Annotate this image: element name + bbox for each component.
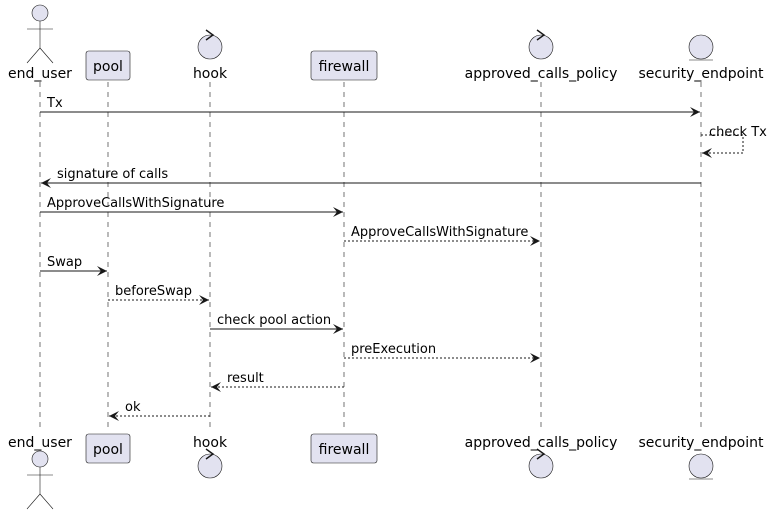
actor-head [31, 4, 49, 22]
participant-pool-top: pool [85, 50, 131, 81]
participant-label: hook [193, 66, 228, 82]
actor-leg-left [26, 493, 41, 510]
message-1: Tx [40, 96, 700, 117]
entity-circle [688, 453, 714, 479]
message-label: Swap [47, 255, 82, 270]
participant-approved_calls_policy-bottom: approved_calls_policy [465, 435, 618, 479]
participant-box [310, 50, 378, 81]
participant-label: end_user [8, 66, 72, 82]
message-4: ApproveCallsWithSignature [40, 196, 343, 217]
control-circle [197, 453, 223, 479]
participant-hook-top: hook [193, 29, 228, 82]
control-circle [528, 34, 554, 60]
participant-label: firewall [319, 442, 370, 458]
message-label: check pool action [217, 313, 331, 328]
participant-label: pool [93, 442, 123, 458]
actor-leg-right [39, 493, 54, 510]
message-label: beforeSwap [115, 284, 192, 299]
message-9: preExecution [344, 342, 540, 363]
message-7: beforeSwap [108, 284, 209, 305]
message-label: check Tx [709, 125, 767, 140]
participant-label: security_endpoint [639, 435, 764, 451]
participant-approved_calls_policy-top: approved_calls_policy [465, 29, 618, 82]
participant-label: pool [93, 59, 123, 75]
control-arrow [536, 29, 546, 41]
participant-label: approved_calls_policy [465, 435, 618, 451]
participant-label: hook [193, 435, 228, 451]
self-message-arrow [701, 134, 744, 158]
message-2: check Tx [701, 125, 767, 158]
control-circle [528, 453, 554, 479]
participant-firewall-bottom: firewall [310, 433, 378, 464]
participant-label: firewall [319, 59, 370, 75]
message-8: check pool action [210, 313, 343, 334]
message-label: result [227, 371, 264, 386]
participant-security_endpoint-top: security_endpoint [639, 34, 764, 82]
entity-circle [688, 34, 714, 60]
message-label: ok [125, 400, 141, 415]
actor-leg-left [26, 47, 41, 64]
participant-pool-bottom: pool [85, 433, 131, 464]
message-10: result [211, 371, 344, 392]
control-arrow [205, 29, 215, 41]
message-label: ApproveCallsWithSignature [47, 196, 224, 211]
message-label: ApproveCallsWithSignature [351, 225, 528, 240]
message-11: ok [109, 400, 210, 421]
participant-end_user-bottom: end_user [8, 435, 72, 510]
message-label: Tx [46, 96, 63, 111]
participant-box [310, 433, 378, 464]
participant-label: approved_calls_policy [465, 66, 618, 82]
message-label: signature of calls [57, 167, 168, 182]
participant-label: security_endpoint [639, 66, 764, 82]
control-arrow [205, 448, 215, 460]
participant-label: end_user [8, 435, 72, 451]
message-6: Swap [40, 255, 107, 276]
participant-security_endpoint-bottom: security_endpoint [639, 435, 764, 480]
message-label: preExecution [351, 342, 436, 357]
participant-box [85, 50, 131, 81]
participant-hook-bottom: hook [193, 435, 228, 479]
participant-end_user-top: end_user [8, 4, 72, 82]
actor-head [31, 450, 49, 468]
control-circle [197, 34, 223, 60]
message-3: signature of calls [41, 167, 701, 188]
participant-firewall-top: firewall [310, 50, 378, 81]
message-5: ApproveCallsWithSignature [344, 225, 540, 246]
actor-leg-right [39, 47, 54, 64]
participant-box [85, 433, 131, 464]
control-arrow [536, 448, 546, 460]
